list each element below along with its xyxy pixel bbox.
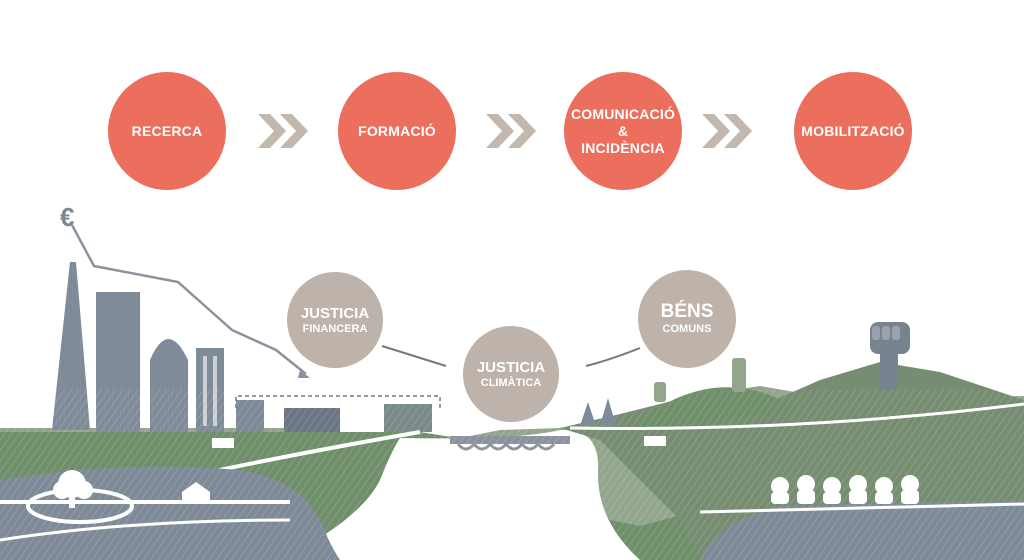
step-comunicacio-incidencia: COMUNICACIÓ & INCIDÈNCIA [564,72,682,190]
step-label: FORMACIÓ [358,122,436,139]
step-formacio: FORMACIÓ [338,72,456,190]
double-chevron-right-icon [486,114,536,148]
concept-justicia-financera: JUSTICIA FINANCERA [287,272,383,368]
concept-label-line2: FINANCERA [302,322,368,335]
step-recerca: RECERCA [108,72,226,190]
concept-justicia-climatica: JUSTICIA CLIMÀTICA [463,326,559,422]
trend-line [70,224,307,375]
raised-fist-icon [870,322,910,390]
double-chevron-right-icon [702,114,752,148]
concept-bens-comuns: BÉNS COMUNS [638,270,736,368]
euro-icon: € [60,202,75,232]
crowd-icon [771,475,919,504]
concept-label-line1: JUSTICIA [300,304,370,322]
step-mobilitzacio: MOBILITZACIÓ [794,72,912,190]
double-chevron-right-icon [258,114,308,148]
connector-line [381,345,447,367]
tree-icon [53,470,93,508]
concept-label-line1: JUSTICIA [476,358,546,376]
step-label: RECERCA [131,122,203,139]
concept-label-line2: COMUNS [662,323,712,335]
pine-trees [580,398,616,426]
step-label: COMUNICACIÓ & INCIDÈNCIA [570,105,676,156]
step-label: MOBILITZACIÓ [801,122,905,139]
connector-line [585,347,641,367]
concept-label-line1: BÉNS [660,301,714,322]
concept-label-line2: CLIMÀTICA [480,376,542,389]
